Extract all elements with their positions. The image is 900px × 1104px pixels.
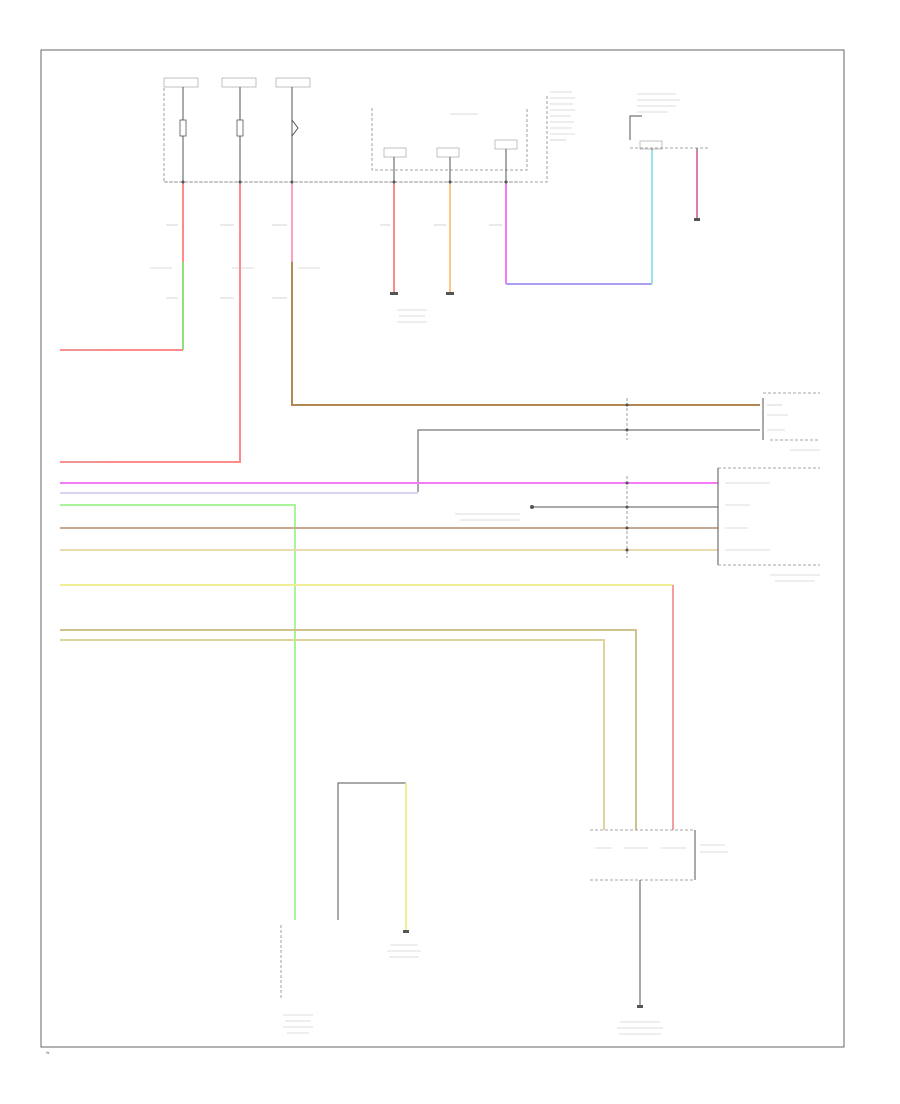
bus-splices <box>455 398 629 558</box>
right-connector-upper <box>762 392 820 451</box>
right-connector-lower <box>717 467 820 582</box>
wire-khaki-bus-2 <box>60 639 605 830</box>
page-marker: W <box>46 1051 50 1055</box>
bottom-right-module <box>590 829 728 1035</box>
bottom-left-ground <box>337 782 421 958</box>
connector-center <box>390 292 454 323</box>
wire-gray <box>417 429 760 492</box>
wire-callouts <box>64 224 502 463</box>
bottom-left-module <box>280 925 313 1034</box>
wire-light-green-bus <box>60 504 296 920</box>
diagram-border <box>40 49 845 1048</box>
wire-red <box>60 182 241 463</box>
wire-khaki-bus-1 <box>60 629 637 830</box>
top-connector-row <box>164 180 520 184</box>
fuse-block <box>163 77 575 183</box>
